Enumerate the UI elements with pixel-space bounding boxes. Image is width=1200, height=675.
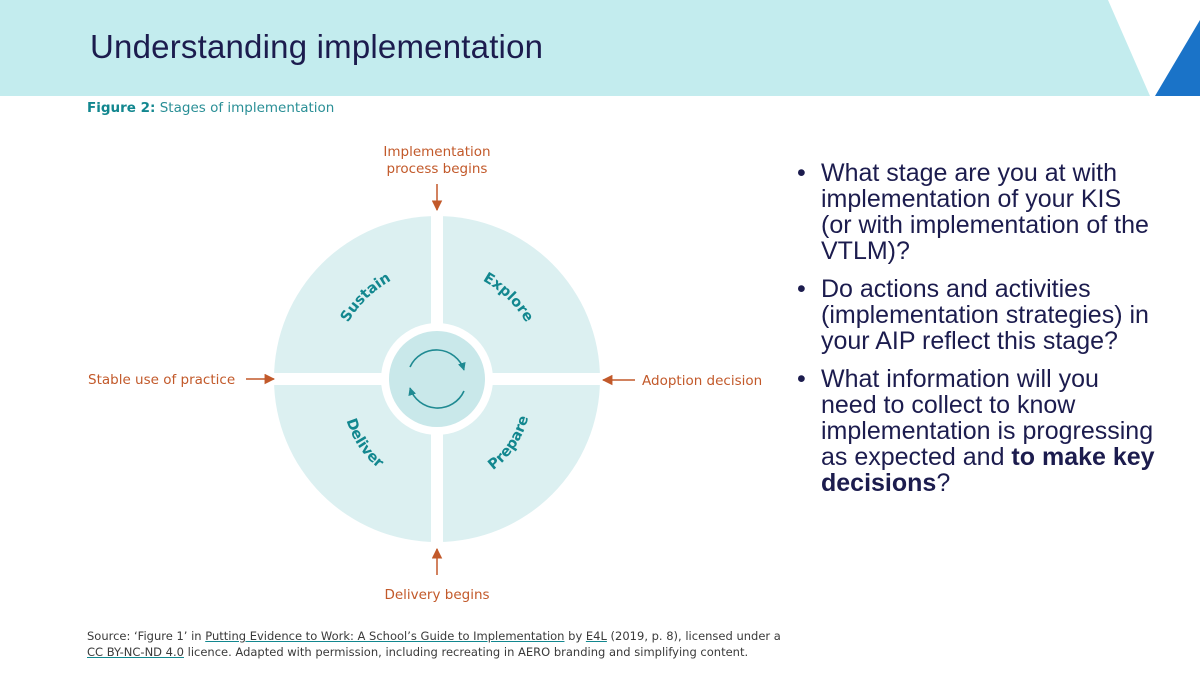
list-item: • What stage are you at with implementati… — [795, 160, 1155, 264]
bullet-dot: • — [797, 275, 806, 303]
center-disc — [389, 331, 485, 427]
source-text: by — [564, 629, 586, 643]
bullet-text-3-end: ? — [936, 469, 951, 497]
stages-diagram: Sustain Explore Prepare Deliver Implemen… — [88, 144, 762, 603]
transition-top-line1: Implementation — [383, 144, 490, 160]
figure-caption-text: Stages of implementation — [159, 100, 335, 116]
bullet-text-3-bold: to make key decisions — [821, 443, 1155, 497]
list-item: • What information will you need to colle… — [795, 366, 1155, 496]
figure-caption: Figure 2: Stages of implementation — [87, 100, 334, 116]
source-text: Source: ‘Figure 1’ in — [87, 629, 206, 643]
source-note: Source: ‘Figure 1’ in Putting Evidence t… — [87, 628, 787, 660]
list-item: • Do actions and activities (implementati… — [795, 276, 1155, 354]
transition-bottom-label: Delivery begins — [384, 587, 489, 603]
bullet-text-1: What stage are you at with implementatio… — [821, 159, 1149, 265]
figure-caption-label: Figure 2: — [87, 100, 156, 116]
bullet-dot: • — [797, 365, 806, 393]
transition-right-label: Adoption decision — [642, 373, 762, 389]
question-list: • What stage are you at with implementati… — [795, 160, 1155, 508]
bullet-dot: • — [797, 159, 806, 187]
source-text: licence. Adapted with permission, includ… — [183, 645, 749, 659]
source-link-e4l[interactable]: E4L — [585, 629, 607, 643]
transition-top-line2: process begins — [387, 161, 488, 177]
bullet-text-3: What information will you need to collec… — [821, 365, 1154, 471]
cycle-arrows-icon — [408, 349, 466, 409]
source-link-guide[interactable]: Putting Evidence to Work: A School’s Gui… — [205, 629, 565, 643]
bullet-text-2: Do actions and activities (implementatio… — [821, 275, 1149, 355]
banner-accent-triangle — [1155, 20, 1200, 96]
header-banner — [0, 0, 1200, 96]
transition-left-label: Stable use of practice — [88, 372, 235, 388]
source-text: (2019, p. 8), licensed under a — [606, 629, 781, 643]
banner-band — [0, 0, 1150, 96]
page-title: Understanding implementation — [90, 28, 544, 65]
source-link-license[interactable]: CC BY-NC-ND 4.0 — [87, 645, 184, 659]
